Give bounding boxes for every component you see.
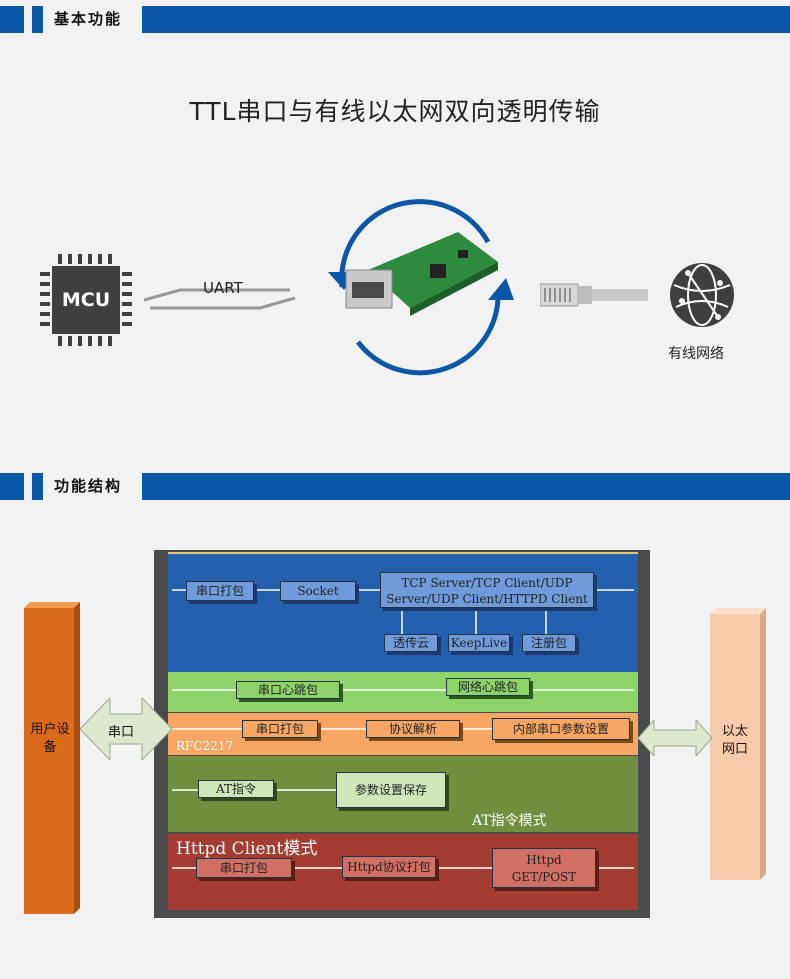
httpd-request-line-2: GET/POST [511, 870, 577, 884]
user-device-label: 用户设备 [30, 722, 70, 755]
section-gap [24, 6, 32, 33]
rfc-label: RFC2217 [176, 739, 234, 753]
httpd-mode-label: Httpd Client模式 [176, 839, 318, 859]
globe-network-icon [670, 263, 734, 327]
ethernet-port-label: 以太网口 [721, 724, 748, 757]
section-gap [24, 473, 32, 500]
network-label: 有线网络 [668, 346, 724, 362]
section-title: 基本功能 [38, 6, 142, 33]
section-header-structure: 功能结构 [0, 473, 790, 500]
httpd-request-line-1: Httpd [526, 853, 562, 867]
uart-arrow-icon [143, 288, 296, 310]
uart-label: UART [203, 279, 243, 297]
net-heartbeat-box: 网络心跳包 [446, 678, 530, 696]
httpd-pack-box: Httpd协议打包 [342, 856, 436, 878]
serial-double-arrow-icon [80, 698, 172, 760]
ethernet-double-arrow-icon [638, 720, 712, 756]
module-cycle-diagram [328, 199, 514, 376]
ethernet-port-block [710, 608, 766, 880]
serial-arrow-label: 串口 [108, 725, 135, 740]
mcu-chip-icon [40, 254, 132, 346]
protocol-parse-box: 协议解析 [366, 720, 460, 738]
ethernet-cable-icon [540, 283, 648, 307]
internal-param-box: 内部串口参数设置 [492, 718, 630, 740]
section-title: 功能结构 [38, 473, 142, 500]
protocol-line-2: Server/UDP Client/HTTPD Client [386, 592, 588, 606]
section-accent [0, 473, 24, 500]
serial-pack-box: 串口打包 [186, 581, 254, 601]
param-save-box: 参数设置保存 [336, 772, 446, 808]
serial-heartbeat-box: 串口心跳包 [236, 681, 340, 699]
socket-box: Socket [280, 581, 356, 601]
protocol-box: TCP Server/TCP Client/UDP Server/UDP Cli… [380, 572, 594, 608]
httpd-serial-pack-box: 串口打包 [196, 858, 292, 878]
mcu-label: MCU [52, 266, 120, 334]
rfc-serial-pack-box: 串口打包 [242, 720, 318, 738]
cloud-box: 透传云 [384, 634, 438, 652]
user-device-block [24, 602, 80, 914]
register-box: 注册包 [522, 634, 576, 652]
module-board-icon [345, 232, 498, 316]
at-mode-label: AT指令模式 [472, 813, 547, 829]
keeplive-box: KeepLive [448, 634, 510, 652]
at-command-box: AT指令 [198, 780, 274, 798]
section-accent [0, 6, 24, 33]
section-header-basic: 基本功能 [0, 6, 790, 33]
page-title: TTL串口与有线以太网双向透明传输 [189, 97, 601, 126]
httpd-request-box: Httpd GET/POST [492, 848, 596, 888]
protocol-line-1: TCP Server/TCP Client/UDP [401, 576, 573, 590]
